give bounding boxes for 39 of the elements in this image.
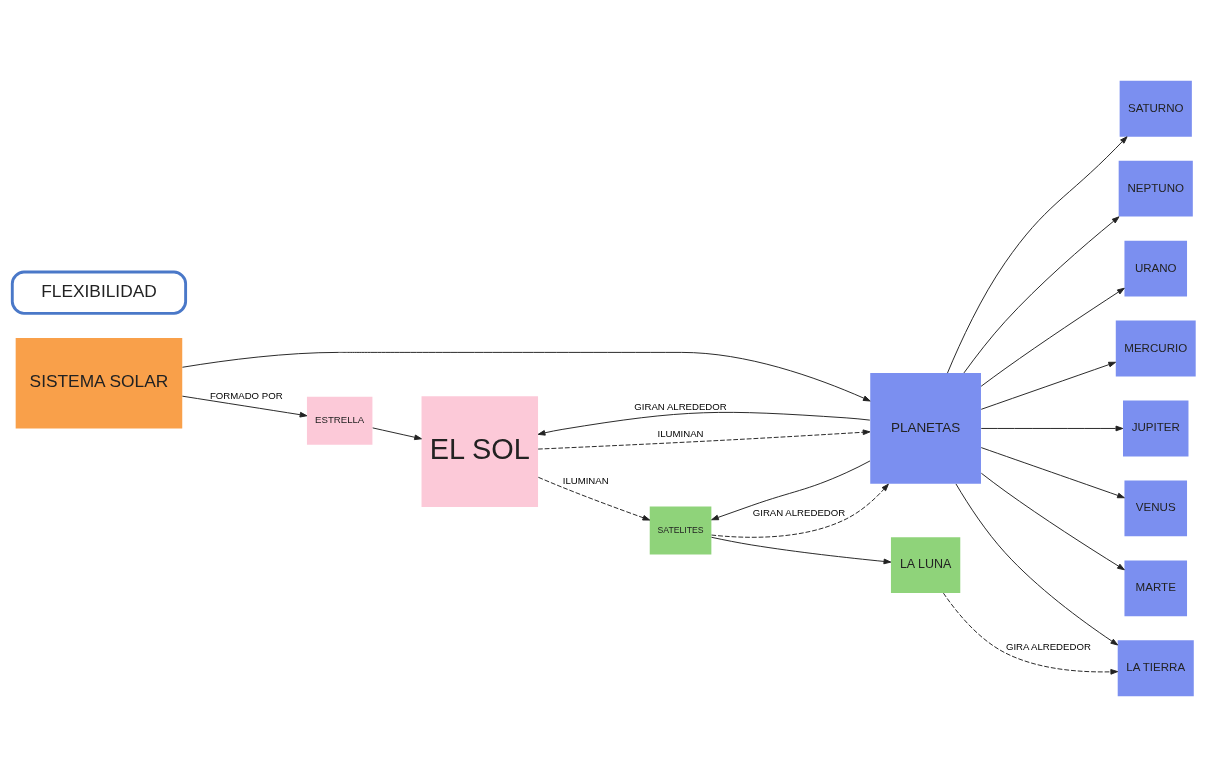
node-box: MERCURIO (1115, 320, 1196, 376)
arrow (711, 459, 871, 520)
arrow (980, 287, 1125, 387)
arrow (537, 411, 871, 436)
arrow (942, 592, 1119, 675)
node-box: MARTE (1124, 559, 1188, 616)
node-box: VENUS (1124, 479, 1188, 536)
node-box: SATURNO (1119, 80, 1192, 137)
arrow (537, 428, 871, 450)
arrow (182, 351, 871, 401)
node-box: JUPITER (1123, 400, 1189, 456)
node-box: ESTRELLA (306, 396, 373, 445)
edge-label: FORMADO POR (209, 389, 283, 401)
arrow (980, 446, 1125, 498)
arrow (963, 215, 1120, 373)
arrow (711, 536, 892, 564)
edge-label: ILUMINAN (657, 427, 704, 439)
node-box: NEPTUNO (1118, 160, 1193, 217)
arrow (537, 476, 651, 521)
node-box: PLANETAS (870, 372, 981, 484)
node-box: EL SOL (421, 395, 539, 507)
arrow (947, 135, 1128, 374)
edge-label: GIRAN ALREDEDOR (752, 506, 846, 518)
node-box: URANO (1124, 240, 1188, 297)
arrow (181, 395, 308, 417)
node-box: LA TIERRA (1117, 639, 1194, 696)
arrow (955, 482, 1119, 645)
node-box: SISTEMA SOLAR (15, 337, 183, 428)
node-box: FLEXIBILIDAD (10, 270, 188, 315)
arrow (980, 425, 1124, 431)
edge-label: ILUMINAN (562, 474, 609, 486)
arrow (372, 426, 422, 440)
node-box: SATELITES (649, 505, 712, 555)
edge-label: GIRAN ALREDEDOR (634, 400, 727, 412)
arrow (980, 472, 1125, 570)
arrow (980, 361, 1117, 410)
edge-label: GIRA ALREDEDOR (1005, 640, 1091, 652)
arrow (711, 483, 889, 538)
node-box: LA LUNA (890, 536, 961, 593)
